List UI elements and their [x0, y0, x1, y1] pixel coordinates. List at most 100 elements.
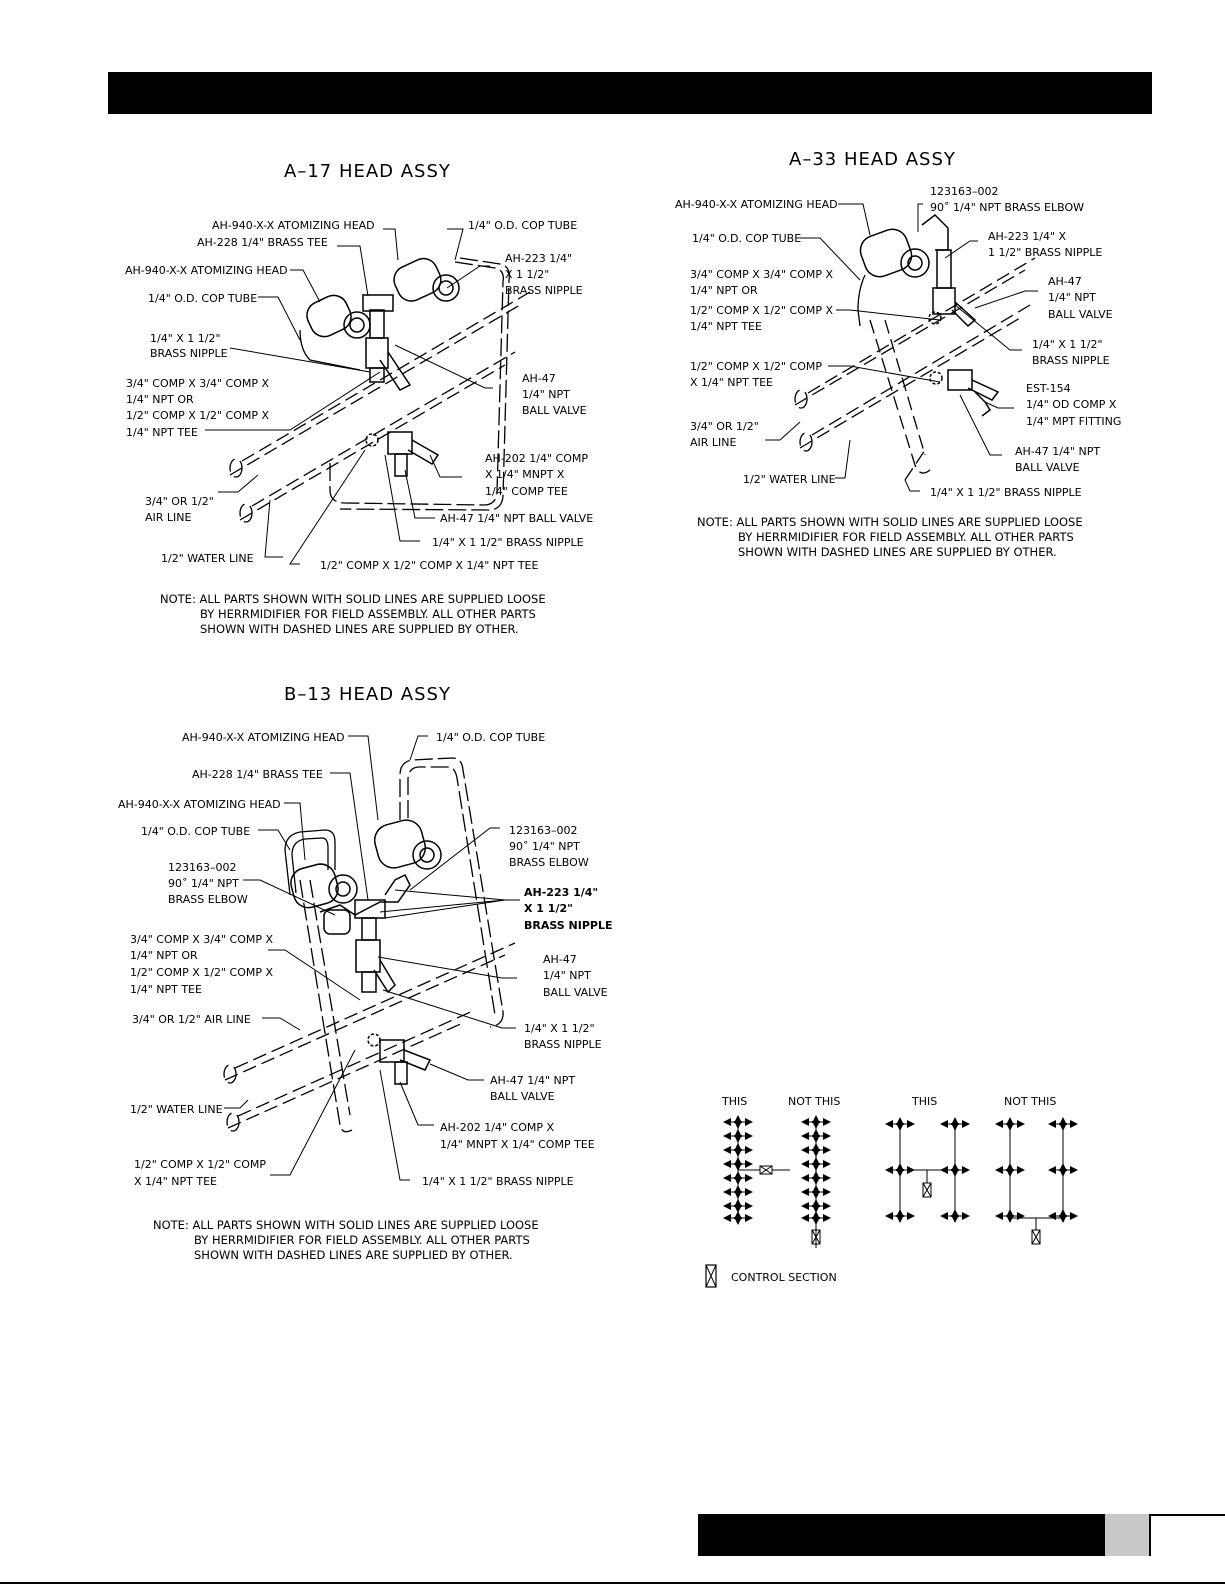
a33-label-ah47-l1: AH-47	[1048, 275, 1082, 288]
a17-note-line-3: SHOWN WITH DASHED LINES ARE SUPPLIED BY …	[200, 622, 519, 636]
a33-label-comp-tee-l3: 1/2" COMP X 1/2" COMP X	[690, 304, 833, 317]
b13-note-line-3: SHOWN WITH DASHED LINES ARE SUPPLIED BY …	[194, 1248, 513, 1262]
a33-labels: 123163–002 90˚ 1/4" NPT BRASS ELBOW AH-9…	[675, 185, 1121, 499]
a17-label-ah202-l3: 1/4" COMP TEE	[485, 485, 568, 498]
layout-diagram	[705, 1120, 1064, 1288]
a33-label-ah47-l2: 1/4" NPT	[1048, 291, 1096, 304]
b13-label-comp-tee2-l1: 1/2" COMP X 1/2" COMP	[134, 1158, 266, 1171]
a33-note-line-2: BY HERRMIDIFIER FOR FIELD ASSEMBLY. ALL …	[738, 530, 1074, 544]
a17-title: A–17 HEAD ASSY	[284, 161, 451, 182]
a17-label-nipple-223-l3: BRASS NIPPLE	[505, 284, 583, 297]
a17-label-cop-tube-left: 1/4" O.D. COP TUBE	[148, 292, 257, 305]
a17-label-ball-valve-l2: 1/4" NPT	[522, 388, 570, 401]
b13-title: B–13 HEAD ASSY	[284, 684, 451, 705]
b13-label-tee: AH-228 1/4" BRASS TEE	[192, 768, 323, 781]
b13-label-elbow-l-l2: 90˚ 1/4" NPT	[168, 877, 239, 890]
b13-label-comp-tee-l4: 1/4" NPT TEE	[130, 983, 202, 996]
footer-bar	[698, 1514, 1103, 1556]
b13-label-elbow-l-l1: 123163–002	[168, 861, 237, 874]
a33-label-elbow-l1: 123163–002	[930, 185, 999, 198]
b13-note-line-1: NOTE: ALL PARTS SHOWN WITH SOLID LINES A…	[153, 1218, 539, 1232]
layout-label-not-this-1: NOT THIS	[788, 1095, 840, 1108]
layout-arrows	[723, 1115, 1078, 1225]
b13-label-comp-tee-l3: 1/2" COMP X 1/2" COMP X	[130, 966, 273, 979]
b13-label-elbow-r-l2: 90˚ 1/4" NPT	[509, 840, 580, 853]
a17-label-comp-tee-l1: 3/4" COMP X 3/4" COMP X	[126, 377, 269, 390]
a33-label-est-l3: 1/4" MPT FITTING	[1026, 415, 1121, 428]
a33-note-line-3: SHOWN WITH DASHED LINES ARE SUPPLIED BY …	[738, 545, 1057, 559]
a33-label-air-line-l1: 3/4" OR 1/2"	[690, 420, 759, 433]
layout-not-this-2	[1009, 1120, 1064, 1245]
a17-label-nipple-l2: BRASS NIPPLE	[150, 347, 228, 360]
a17-label-water-line: 1/2" WATER LINE	[161, 552, 254, 565]
b13-label-comp-tee-l2: 1/4" NPT OR	[130, 949, 198, 962]
b13-label-ah47-l1: AH-47	[543, 953, 577, 966]
a33-label-cop-tube: 1/4" O.D. COP TUBE	[692, 232, 801, 245]
a33-label-ah47-l3: BALL VALVE	[1048, 308, 1113, 321]
a33-label-comp-tee-l1: 3/4" COMP X 3/4" COMP X	[690, 268, 833, 281]
a33-label-head: AH-940-X-X ATOMIZING HEAD	[675, 198, 838, 211]
layout-label-this-2: THIS	[911, 1095, 937, 1108]
a17-label-head-top: AH-940-X-X ATOMIZING HEAD	[212, 219, 375, 232]
b13-label-brass-nipple: 1/4" X 1 1/2" BRASS NIPPLE	[422, 1175, 574, 1188]
layout-this-2	[899, 1120, 956, 1218]
a17-label-comp-tee-l2: 1/4" NPT OR	[126, 393, 194, 406]
layout-labels: THIS NOT THIS THIS NOT THIS CONTROL SECT…	[721, 1095, 1056, 1284]
b13-label-water-line: 1/2" WATER LINE	[130, 1103, 223, 1116]
bottom-rule	[0, 1582, 1225, 1584]
b13-label-ah47-l2: 1/4" NPT	[543, 969, 591, 982]
a33-label-elbow-l2: 90˚ 1/4" NPT BRASS ELBOW	[930, 201, 1084, 214]
a17-label-head-left: AH-940-X-X ATOMIZING HEAD	[125, 264, 288, 277]
b13-labels: AH-940-X-X ATOMIZING HEAD 1/4" O.D. COP …	[118, 731, 613, 1188]
a33-title: A–33 HEAD ASSY	[789, 149, 956, 170]
a33-label-ah47b-l2: BALL VALVE	[1015, 461, 1080, 474]
b13-label-head-left: AH-940-X-X ATOMIZING HEAD	[118, 798, 281, 811]
a17-label-ah202-l1: AH-202 1/4" COMP	[485, 452, 588, 465]
b13-label-ah202-l1: AH-202 1/4" COMP X	[440, 1121, 554, 1134]
a33-note: NOTE: ALL PARTS SHOWN WITH SOLID LINES A…	[697, 515, 1083, 559]
b13-label-nipple-223-l2: X 1 1/2"	[524, 902, 573, 915]
a17-label-air-line-l1: 3/4" OR 1/2"	[145, 495, 214, 508]
a33-label-nipple-l1: 1/4" X 1 1/2"	[1032, 338, 1103, 351]
b13-note-line-2: BY HERRMIDIFIER FOR FIELD ASSEMBLY. ALL …	[194, 1233, 530, 1247]
a17-label-ball-valve-l3: BALL VALVE	[522, 404, 587, 417]
b13-label-ah202-l2: 1/4" MNPT X 1/4" COMP TEE	[440, 1138, 595, 1151]
layout-label-legend: CONTROL SECTION	[731, 1271, 837, 1284]
b13-label-elbow-l-l3: BRASS ELBOW	[168, 893, 248, 906]
b13-label-comp-tee2-l2: X 1/4" NPT TEE	[134, 1175, 217, 1188]
a33-label-nipple-223-l1: AH-223 1/4" X	[988, 230, 1067, 243]
a33-label-nipple-l2: BRASS NIPPLE	[1032, 354, 1110, 367]
a17-label-ball-valve-l1: AH-47	[522, 372, 556, 385]
a17-label-nipple-223-l1: AH-223 1/4"	[505, 252, 572, 265]
a33-label-comp-tee-l2: 1/4" NPT OR	[690, 284, 758, 297]
b13-label-ah47b-l1: AH-47 1/4" NPT	[490, 1074, 575, 1087]
a17-note: NOTE: ALL PARTS SHOWN WITH SOLID LINES A…	[160, 592, 546, 636]
a33-label-est-l1: EST-154	[1026, 382, 1071, 395]
a33-label-water-line: 1/2" WATER LINE	[743, 473, 836, 486]
b13-note: NOTE: ALL PARTS SHOWN WITH SOLID LINES A…	[153, 1218, 539, 1262]
a17-label-comp-tee-l4: 1/4" NPT TEE	[126, 426, 198, 439]
b13-label-nipple-223-l3: BRASS NIPPLE	[524, 919, 613, 932]
b13-label-cop-tube-top: 1/4" O.D. COP TUBE	[436, 731, 545, 744]
a17-label-cop-tube-top: 1/4" O.D. COP TUBE	[468, 219, 577, 232]
a33-label-comp-tee2-l2: X 1/4" NPT TEE	[690, 376, 773, 389]
a33-label-air-line-l2: AIR LINE	[690, 436, 737, 449]
a33-label-comp-tee-l4: 1/4" NPT TEE	[690, 320, 762, 333]
a17-note-line-1: NOTE: ALL PARTS SHOWN WITH SOLID LINES A…	[160, 592, 546, 606]
b13-label-elbow-r-l3: BRASS ELBOW	[509, 856, 589, 869]
b13-label-nipple-l2: BRASS NIPPLE	[524, 1038, 602, 1051]
a17-label-tee: AH-228 1/4" BRASS TEE	[197, 236, 328, 249]
a33-drawing	[794, 214, 1036, 481]
a17-label-comp-tee-l3: 1/2" COMP X 1/2" COMP X	[126, 409, 269, 422]
a17-label-nipple-223-l2: X 1 1/2"	[505, 268, 549, 281]
header-bar	[108, 72, 1152, 114]
b13-label-cop-tube-left: 1/4" O.D. COP TUBE	[141, 825, 250, 838]
layout-this-1	[737, 1120, 790, 1218]
a33-label-comp-tee2-l1: 1/2" COMP X 1/2" COMP	[690, 360, 822, 373]
b13-label-ah47b-l2: BALL VALVE	[490, 1090, 555, 1103]
a17-labels: AH-940-X-X ATOMIZING HEAD 1/4" O.D. COP …	[125, 219, 593, 572]
layout-label-not-this-2: NOT THIS	[1004, 1095, 1056, 1108]
a17-note-line-2: BY HERRMIDIFIER FOR FIELD ASSEMBLY. ALL …	[200, 607, 536, 621]
b13-label-head-top: AH-940-X-X ATOMIZING HEAD	[182, 731, 345, 744]
